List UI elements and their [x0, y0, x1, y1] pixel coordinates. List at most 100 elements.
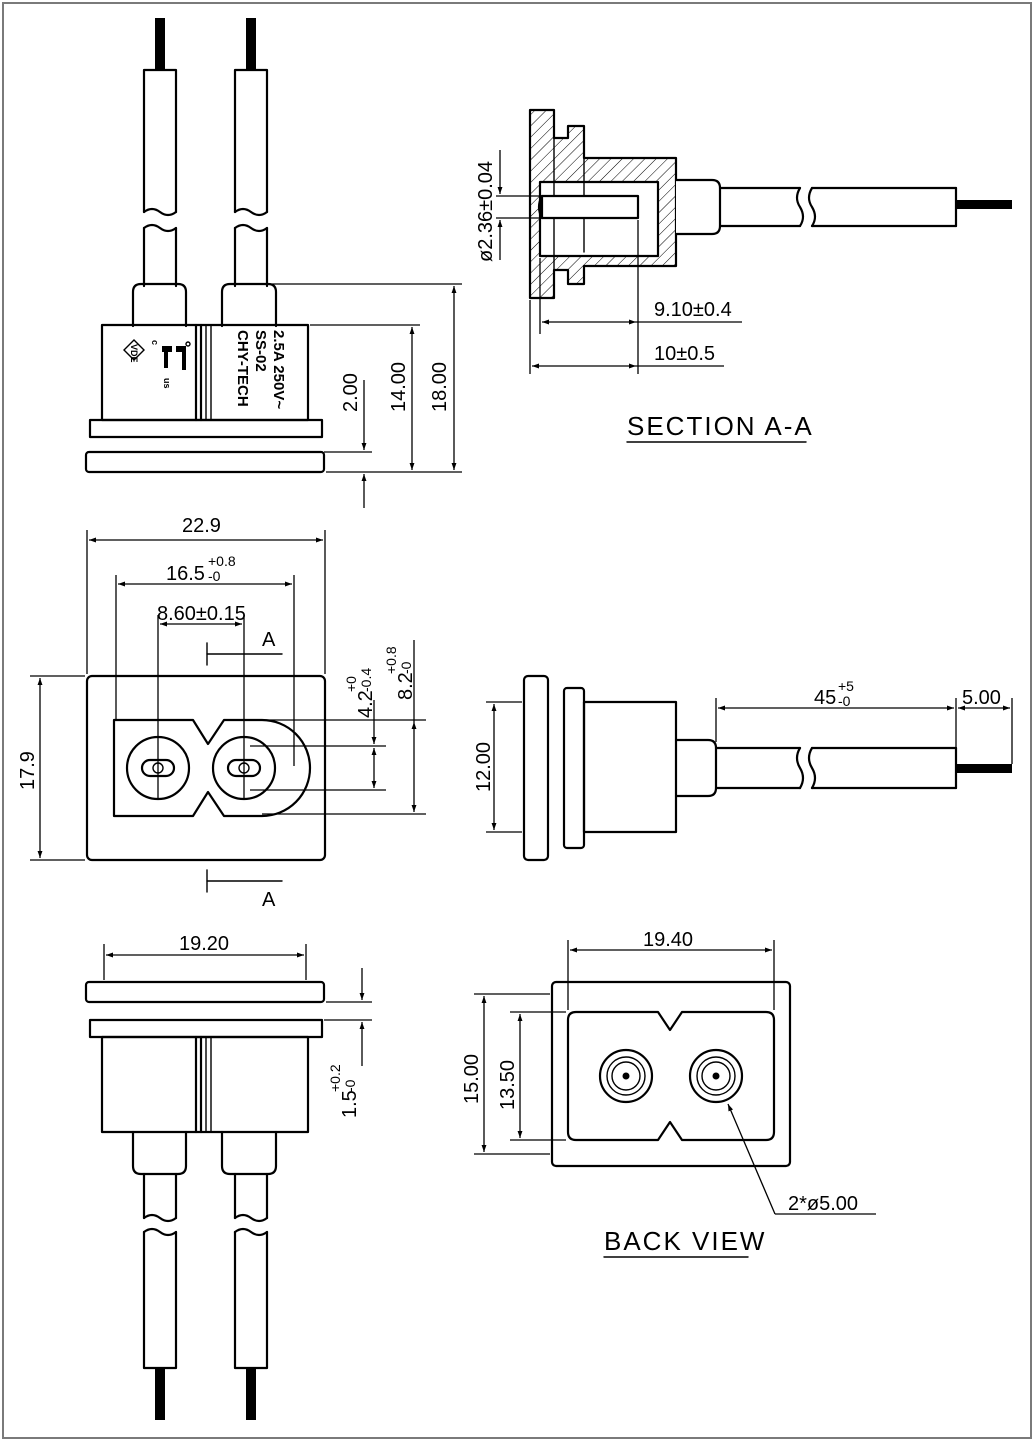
wire-break-mark	[795, 186, 805, 228]
dim-wire-length-label: 45	[814, 687, 836, 709]
dim-opening-tol-plus: +0.8	[383, 646, 399, 674]
terminal-sleeve-left	[131, 282, 188, 328]
registered-icon	[185, 341, 191, 347]
side-wire-conductor	[956, 764, 1012, 773]
back-hole-left-center	[622, 1072, 630, 1080]
wire-break-mark	[142, 207, 178, 217]
side-wire	[714, 746, 958, 790]
section-wire	[718, 186, 958, 228]
terminal-sleeve-right	[220, 282, 278, 328]
wire-break-mark	[233, 1227, 269, 1237]
ul-logo-icon	[162, 346, 186, 370]
wire-conductor-right	[246, 1368, 256, 1420]
bottom-flange-lower	[84, 980, 326, 1004]
marking-model: SS-02	[252, 330, 269, 372]
side-view: 12.00 45 +5 -0 5.00	[473, 674, 1013, 862]
certification-marks: VDE c us	[123, 339, 191, 389]
dim-pitch-label: 8.60±0.15	[157, 603, 246, 625]
side-body	[582, 700, 678, 834]
dim-slot-label: 4.2	[355, 690, 377, 718]
dim-slot-tol-minus: -0.4	[358, 668, 374, 692]
socket-marking: CHY-TECH SS-02 2.5A 250V~	[234, 330, 287, 409]
dim-back-width-label: 19.40	[643, 929, 693, 951]
dim-back-inner-height-label: 13.50	[497, 1060, 519, 1110]
wire-break-mark	[807, 186, 817, 228]
section-view: ø2.36±0.04 9.10±0.4 10±0.5 SECTION A-A	[475, 108, 1012, 443]
dim-opening-label: 8.2	[395, 672, 417, 700]
dim-total-height-label: 18.00	[429, 362, 451, 412]
back-hole-right-center	[712, 1072, 720, 1080]
dim-holes-label: 2*ø5.00	[788, 1193, 858, 1215]
dim-inner-width-tol-minus: -0	[208, 568, 221, 584]
dim-flange-thk-tol-minus: -0	[342, 1079, 358, 1092]
holes-leader	[727, 1103, 776, 1215]
dim-back-height-label: 15.00	[461, 1054, 483, 1104]
wire-break-mark	[807, 746, 817, 790]
back-hole-right	[688, 1048, 744, 1104]
wire-insulation-right	[233, 68, 269, 214]
wire-break-mark	[142, 223, 178, 233]
back-outline	[550, 980, 792, 1168]
dim-flange-label: 2.00	[340, 373, 362, 412]
back-hole-left	[598, 1048, 654, 1104]
dim-pin-diameter-label: ø2.36±0.04	[475, 161, 497, 262]
wire-break-mark	[233, 1213, 269, 1223]
dim-flange-thk-tol-plus: +0.2	[327, 1064, 343, 1092]
wire-break-mark	[233, 207, 269, 217]
section-marker-top: A	[262, 629, 276, 651]
dim-depth-label: 9.10±0.4	[654, 299, 732, 321]
flange-lower	[84, 450, 326, 474]
marking-brand: CHY-TECH	[234, 330, 251, 407]
rear-sleeve	[674, 178, 722, 236]
wire-insulation-right	[233, 226, 269, 288]
side-sleeve	[674, 738, 718, 798]
dim-flange-thk-label: 1.5	[339, 1090, 361, 1118]
dim-inner-width-tol-plus: +0.8	[208, 553, 236, 569]
side-flange-outer	[522, 674, 550, 862]
wire-conductor-left	[155, 18, 165, 70]
bottom-view: 19.20 1.5 +0.2 -0	[84, 933, 372, 1420]
back-hole-right-ring	[701, 1061, 731, 1091]
wire-insulation-left	[142, 226, 178, 288]
cert-c-text: c	[150, 340, 160, 345]
section-body	[528, 108, 678, 300]
wire-break-mark	[233, 223, 269, 233]
bottom-body	[100, 1035, 310, 1134]
dim-slot-tol-plus: +0	[343, 676, 359, 692]
back-hole-left-ring	[611, 1061, 641, 1091]
wire-break-mark	[142, 1213, 178, 1223]
wire-break-mark	[795, 746, 805, 790]
dim-wire-length-tol-minus: -0	[838, 693, 851, 709]
dim-width-label: 22.9	[182, 515, 221, 537]
dim-wire-length-tol-plus: +5	[838, 678, 854, 694]
dim-opening-tol-minus: -0	[398, 661, 414, 674]
dim-body-height-label: 14.00	[388, 362, 410, 412]
vde-logo-icon	[123, 339, 145, 361]
back-view: 19.40 15.00 13.50 2*ø5.00 BACK VIEW	[461, 929, 876, 1258]
dim-side-height-label: 12.00	[473, 742, 495, 792]
section-wire-conductor	[956, 200, 1012, 209]
cert-us-text: us	[162, 378, 172, 389]
wire-conductor-right	[246, 18, 256, 70]
terminal-sleeve-left	[131, 1130, 188, 1176]
top-outline	[85, 674, 327, 862]
dim-bottom-width-label: 19.20	[179, 933, 229, 955]
section-title: SECTION A-A	[627, 411, 814, 441]
wire-insulation-left	[142, 68, 178, 214]
terminal-sleeve-right	[220, 1130, 278, 1176]
top-view: 22.9 16.5 +0.8 -0 8.60±0.15 A A 17.9 4.2	[17, 515, 426, 911]
bottom-wire-insulation	[142, 1230, 269, 1370]
section-marker-bottom: A	[262, 889, 276, 911]
pin-tip	[537, 194, 544, 220]
back-view-title: BACK VIEW	[604, 1226, 766, 1256]
wire-break-mark	[142, 1227, 178, 1237]
dim-inner-width-label: 16.5	[166, 563, 205, 585]
bottom-wire-insulation	[142, 1172, 269, 1220]
flange-upper	[88, 418, 324, 439]
back-recess	[566, 1010, 776, 1142]
dim-strip-length-label: 5.00	[962, 687, 1001, 709]
vde-text: VDE	[129, 344, 139, 363]
